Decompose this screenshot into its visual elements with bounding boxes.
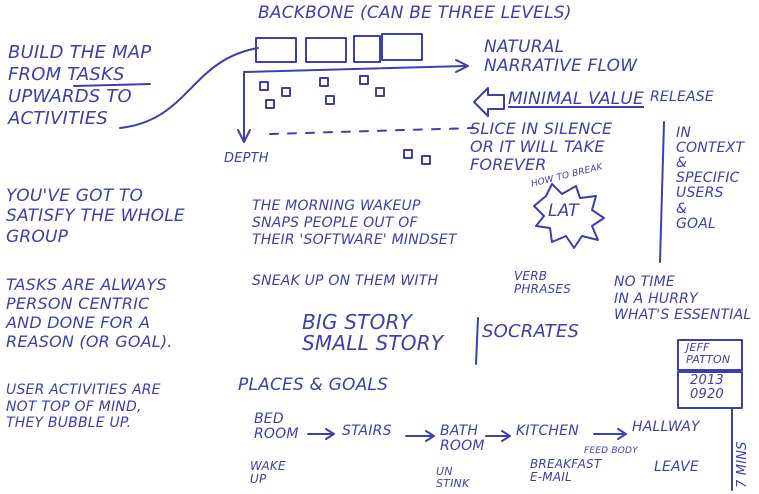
minimal-value-arrow [473,87,505,117]
task-card [359,75,369,85]
sketch-date: 2013 0920 [690,373,724,402]
kitchen-label: KITCHEN [516,423,579,439]
release-slice-line [269,127,475,135]
task-card [325,95,335,105]
arrow-head [501,430,511,442]
sneak-up-note: SNEAK UP ON THEM WITH [252,273,439,289]
whole-group-note: YOU'VE GOT TO SATISFY THE WHOLE GROUP [6,186,185,247]
arrow-head [325,428,335,440]
build-map-note: BUILD THE MAP FROM TASKS UPWARDS TO ACTI… [8,42,152,129]
release-note: RELEASE [650,89,714,105]
task-card [403,149,413,159]
socrates-note: SOCRATES [482,321,580,342]
morning-wakeup-note: THE MORNING WAKEUP SNAPS PEOPLE OUT OF T… [252,198,457,249]
slice-silence-note: SLICE IN SILENCE OR IT WILL TAKE FOREVER [470,119,613,174]
starburst [533,183,605,249]
divider-line [659,121,665,263]
minimal-value-note: MINIMAL VALUE [508,89,644,109]
big-small-story: BIG STORY SMALL STORY [302,310,444,356]
task-card [281,87,291,97]
narrative-flow-arrow [243,65,467,73]
divider-line [475,317,479,365]
backbone-card [353,35,381,63]
depth-label: DEPTH [224,151,269,166]
backbone-card [381,33,423,61]
seven-mins-label: 7 MINS [735,441,750,488]
natural-flow-note: NATURAL NARRATIVE FLOW [484,37,638,77]
arrow-head [237,129,251,143]
backbone-card [305,37,347,63]
task-card [259,81,269,91]
task-card [375,87,385,97]
stairs-label: STAIRS [342,423,392,439]
task-card [265,99,275,109]
un-stink-label: UN STINK [436,465,470,490]
task-card [421,155,431,165]
wake-up-label: WAKE UP [250,459,286,486]
backbone-title: BACKBONE (CAN BE THREE LEVELS) [258,3,572,23]
lat-label: LAT [548,201,579,221]
tasks-person-note: TASKS ARE ALWAYS PERSON CENTRIC AND DONE… [6,275,173,351]
task-card [319,77,329,87]
author-name: JEFF PATTON [686,341,731,366]
verb-phrases-note: VERB PHRASES [514,269,572,296]
context-users-note: IN CONTEXT & SPECIFIC USERS & GOAL [676,125,745,232]
leave-label: LEAVE [654,459,699,475]
places-goals-heading: PLACES & GOALS [238,375,389,395]
bathroom-label: BATH ROOM [440,423,485,454]
arrow-head [425,430,435,442]
hallway-label: HALLWAY [632,419,700,435]
date-box [677,371,743,409]
arrow-head [455,59,469,73]
feed-body-label: FEED BODY [584,446,638,456]
bedroom-label: BED ROOM [254,411,299,442]
breakfast-label: BREAKFAST E-MAIL [530,457,602,485]
no-time-note: NO TIME IN A HURRY WHAT'S ESSENTIAL [614,274,752,324]
arrow-head [617,428,627,440]
connector-line [119,47,259,129]
author-box [677,339,743,371]
connector-line [73,83,151,87]
user-activities-note: USER ACTIVITIES ARE NOT TOP OF MIND, THE… [6,382,161,432]
backbone-card [255,37,297,63]
